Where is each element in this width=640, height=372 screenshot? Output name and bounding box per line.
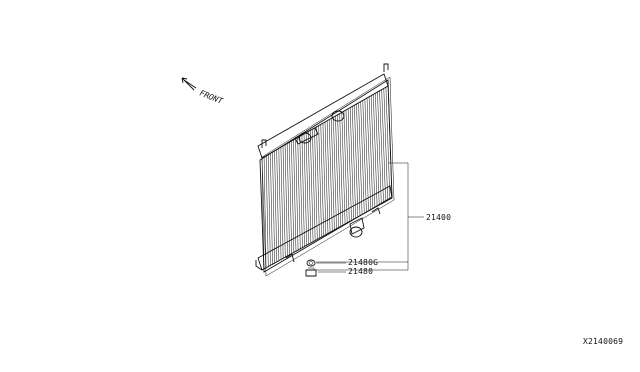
- callout-21480g: 21480G: [348, 258, 378, 267]
- upper-mount-pin-left: [261, 139, 267, 148]
- upper-hose-outlet: [331, 110, 345, 122]
- callout-21480: 21480: [348, 267, 373, 276]
- lower-tank: [257, 185, 393, 271]
- front-label: FRONT: [198, 89, 225, 107]
- drain-plug-gasket: [306, 259, 316, 267]
- front-arrow-icon: [181, 77, 197, 91]
- drain-plug: [305, 267, 317, 277]
- radiator-core-fins: [261, 85, 393, 271]
- lower-hose-outlet: [349, 217, 365, 235]
- callout-21400: 21400: [426, 213, 451, 222]
- upper-mount-pin: [383, 63, 389, 72]
- diagram-id: X2140069: [583, 337, 623, 346]
- leader-lines: [316, 162, 424, 273]
- upper-tank: [257, 73, 389, 159]
- radiator-assembly: [255, 63, 395, 277]
